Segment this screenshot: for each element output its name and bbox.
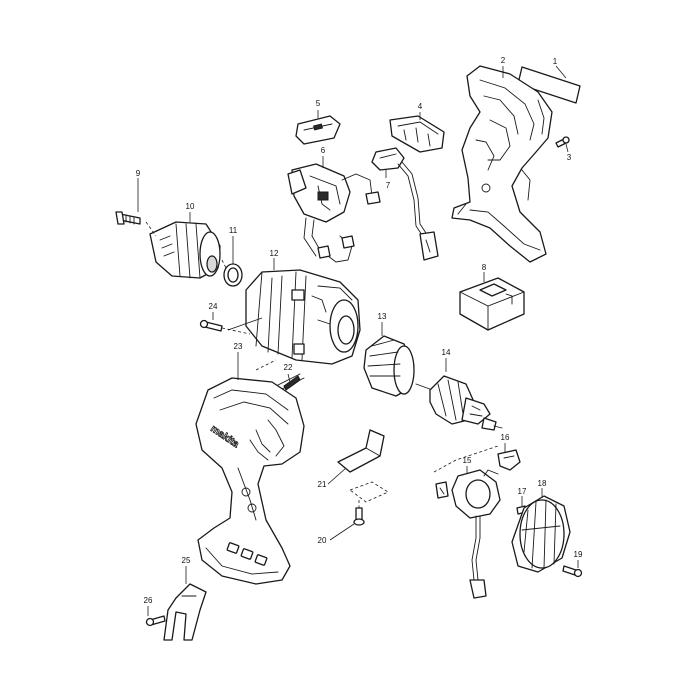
callout-17: 17 xyxy=(518,487,527,496)
part-24-screw: 24 xyxy=(199,302,251,335)
callout-13: 13 xyxy=(378,312,387,321)
part-8-controller: 8 xyxy=(459,263,525,331)
part-26-screw: 26 xyxy=(144,596,166,627)
part-12-gear-assembly: 12 xyxy=(245,249,361,365)
callout-7: 7 xyxy=(386,181,391,190)
part-9-chuck-screw: 9 xyxy=(115,169,141,225)
callout-12: 12 xyxy=(270,249,279,258)
part-20-screw: 20 xyxy=(318,500,365,545)
callout-11: 11 xyxy=(229,226,238,235)
part-21-bracket: 21 xyxy=(318,429,389,503)
callout-19: 19 xyxy=(574,550,583,559)
callout-26: 26 xyxy=(144,596,153,605)
part-15-terminal-ring: 15 xyxy=(433,445,501,599)
callout-4: 4 xyxy=(418,102,423,111)
part-10-chuck: 10 xyxy=(149,202,221,279)
callout-18: 18 xyxy=(538,479,547,488)
callout-3: 3 xyxy=(567,153,572,162)
part-6-switch-assembly: 6 xyxy=(287,146,381,263)
assembly-guide-lines xyxy=(145,221,263,331)
part-5-switch-lever: 5 xyxy=(295,99,341,145)
part-7-led-wire: 7 xyxy=(371,147,439,261)
callout-14: 14 xyxy=(442,348,451,357)
callout-15: 15 xyxy=(463,456,472,465)
part-3-screw: 3 xyxy=(555,136,572,162)
callout-9: 9 xyxy=(136,169,141,178)
callout-10: 10 xyxy=(186,202,195,211)
callout-22: 22 xyxy=(284,363,293,372)
part-19-screw: 19 xyxy=(562,550,583,578)
callout-8: 8 xyxy=(482,263,487,272)
part-16-clip: 16 xyxy=(497,433,521,471)
part-2-housing-right: 2 xyxy=(451,56,553,263)
callout-5: 5 xyxy=(316,99,321,108)
part-22-spring: 22 xyxy=(255,359,305,391)
part-1-name-plate: 1 xyxy=(517,57,581,104)
callout-21: 21 xyxy=(318,480,327,489)
callout-1: 1 xyxy=(553,57,558,66)
part-13-stator: 13 xyxy=(363,312,415,397)
callout-16: 16 xyxy=(501,433,510,442)
part-18-rear-cover: 18 xyxy=(511,479,571,573)
callout-20: 20 xyxy=(318,536,327,545)
part-11-washer: 11 xyxy=(223,226,243,287)
callout-24: 24 xyxy=(209,302,218,311)
callout-6: 6 xyxy=(321,146,326,155)
part-4-terminal: 4 xyxy=(389,102,445,153)
callout-23: 23 xyxy=(234,342,243,351)
part-14-rotor: 14 xyxy=(415,348,503,431)
part-23-housing-left: makita 23 xyxy=(195,342,305,585)
callout-25: 25 xyxy=(182,556,191,565)
part-25-belt-hook: 25 xyxy=(163,556,207,641)
callout-2: 2 xyxy=(501,56,506,65)
